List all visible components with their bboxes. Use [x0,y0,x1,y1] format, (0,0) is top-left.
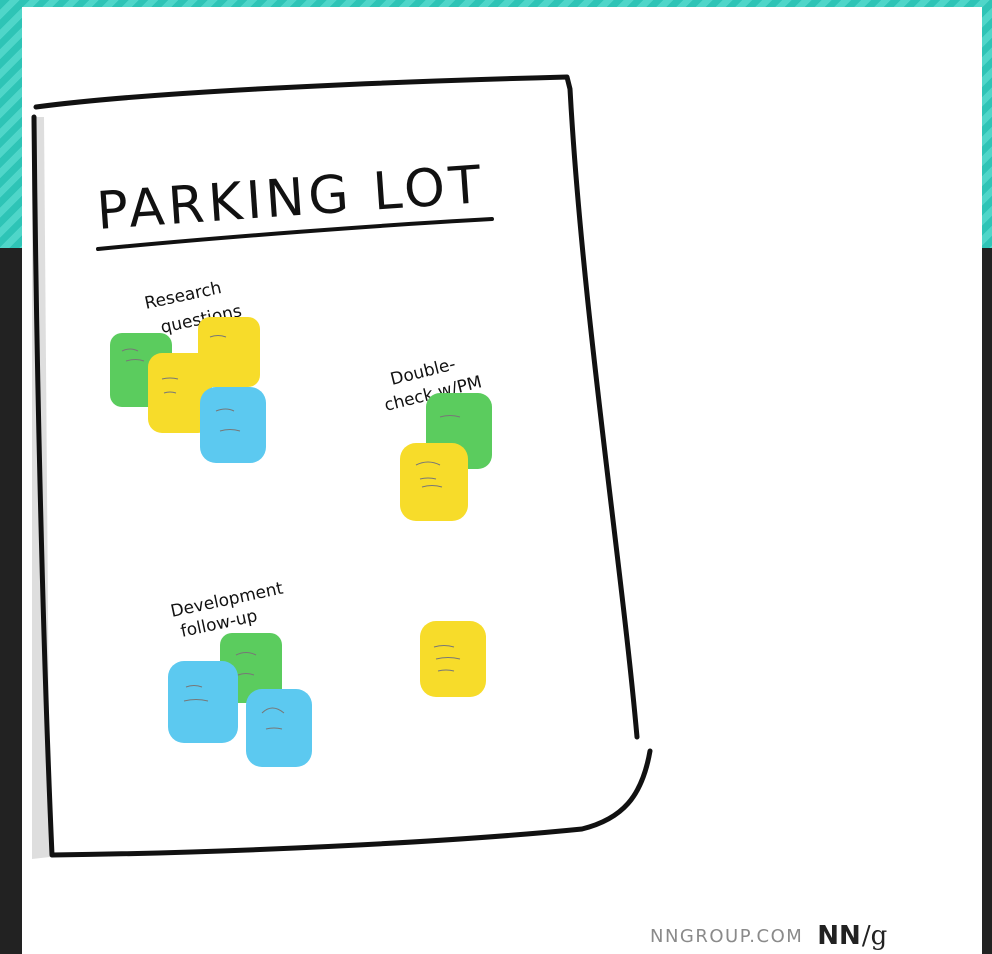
note-scribbles [433,645,461,672]
logo-g: g [870,921,888,951]
paper-outline [31,74,653,858]
parking-lot-illustration: PARKING LOT Research questions Double- c… [31,74,653,859]
sticky-note-blue [168,661,238,743]
logo-nn: NN [817,921,861,951]
note-scribbles [415,415,461,488]
sticky-note-blue [200,387,266,463]
illustration-card [22,7,982,954]
title-underline [96,217,494,251]
sticky-note-yellow [148,353,212,433]
site-url: NNGROUP.COM [650,925,804,947]
note-scribbles [121,335,241,432]
note-scribbles [183,652,285,730]
sticky-note-yellow [400,443,468,521]
poster-title: PARKING LOT [95,155,487,242]
sticky-note-yellow [420,621,486,697]
footer: NNGROUP.COM NN / g [650,918,887,954]
sticky-note-yellow [198,317,260,387]
nng-logo: NN / g [817,921,887,951]
logo-slash: / [861,921,871,951]
